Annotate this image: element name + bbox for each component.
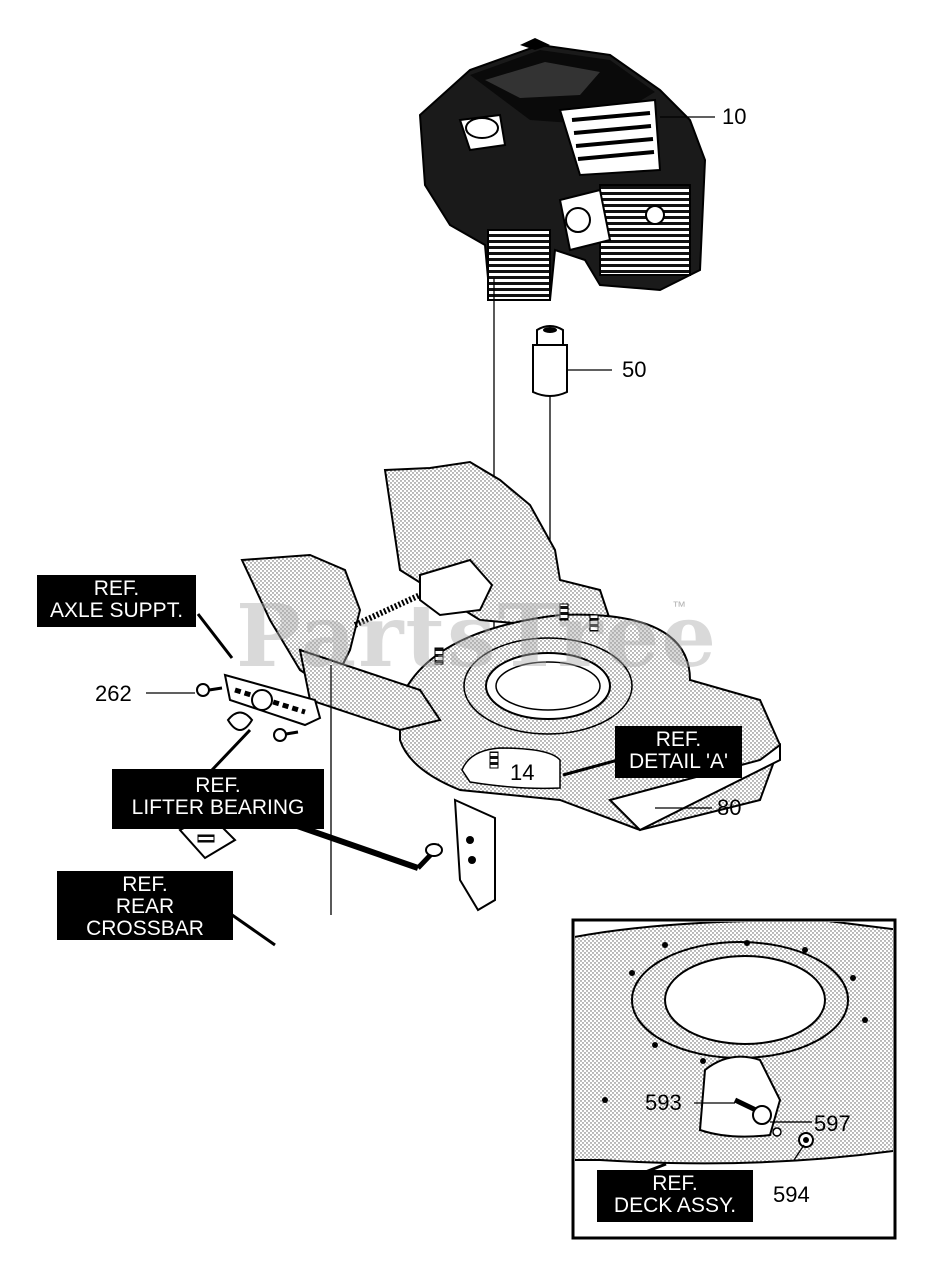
part-label-80: 80 (717, 795, 742, 820)
callout-detail-a: REF. DETAIL 'A' (615, 726, 742, 778)
part-label-10: 10 (722, 104, 747, 129)
spacer-icon (532, 325, 568, 397)
callout-deck-assy-line-1: REF. (652, 1172, 698, 1195)
crossbar-callout-arrow (224, 908, 276, 947)
part-label-262: 262 (95, 681, 132, 706)
callout-rear-crossbar-line-2: REAR (115, 895, 175, 918)
callout-detail-a-line-1: REF. (655, 728, 702, 751)
axle-callout-arrow (196, 613, 234, 659)
callout-axle-support-line-2: AXLE SUPPT. (49, 599, 184, 622)
callout-rear-crossbar-line-3: CROSSBAR (86, 917, 204, 940)
callout-rear-crossbar-line-1: REF. (122, 873, 168, 896)
callout-axle-support: REF. AXLE SUPPT. (37, 575, 196, 627)
axle-support-bracket-icon (223, 673, 322, 731)
watermark-trademark: ™ (672, 598, 686, 614)
part-label-14: 14 (510, 760, 535, 785)
part-label-597: 597 (814, 1111, 851, 1136)
watermark: PartsTree (236, 586, 719, 687)
callout-rear-crossbar: REF. REAR CROSSBAR (57, 871, 233, 940)
screw-icon (196, 683, 299, 742)
part-label-594: 594 (773, 1182, 810, 1207)
callout-axle-support-line-1: REF. (93, 577, 140, 600)
callout-detail-a-line-2: DETAIL 'A' (628, 750, 729, 773)
lifter-callout-arrow (210, 728, 252, 772)
callout-lifter-bearing-line-2: LIFTER BEARING (131, 796, 305, 819)
callout-deck-assy: REF. DECK ASSY. (597, 1170, 753, 1222)
callout-lifter-bearing-line-1: REF. (195, 774, 241, 797)
engine-icon (418, 38, 707, 301)
callout-lifter-bearing: REF. LIFTER BEARING (112, 769, 324, 829)
callout-deck-assy-line-2: DECK ASSY. (613, 1194, 737, 1217)
part-label-50: 50 (622, 357, 647, 382)
part-label-593: 593 (645, 1090, 682, 1115)
detail-callout-arrow (562, 758, 619, 777)
detail-a-inset (571, 918, 897, 1240)
